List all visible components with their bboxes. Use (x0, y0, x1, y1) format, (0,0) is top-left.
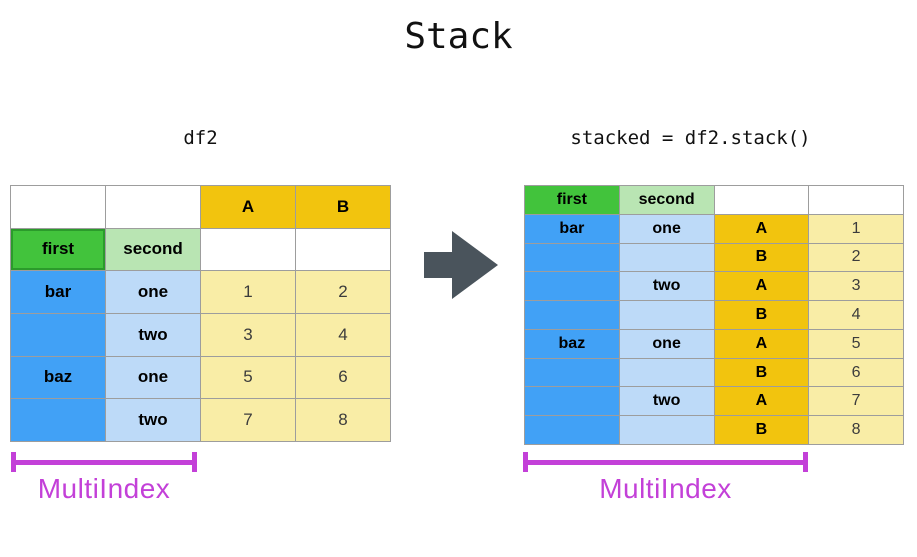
table-cell: 1 (809, 214, 904, 244)
table-cell (525, 416, 620, 445)
page-title: Stack (404, 16, 513, 57)
table-cell: 8 (296, 399, 391, 442)
table-cell (296, 228, 391, 272)
table-cell: 5 (809, 329, 904, 359)
table-cell (714, 186, 810, 215)
table-cell: first (11, 228, 106, 272)
table-cell: B (714, 416, 810, 445)
right-arrow-icon (424, 231, 498, 299)
table-cell: second (619, 186, 715, 215)
table-cell: 7 (201, 399, 296, 442)
table-cell: 8 (809, 416, 904, 445)
table-cell: B (714, 358, 810, 388)
table-cell: baz (11, 356, 106, 400)
table-cell: A (714, 272, 810, 302)
table-cell: B (714, 301, 810, 330)
table-cell: baz (525, 329, 620, 359)
table-cell: 6 (809, 358, 904, 388)
multiindex-label-left: MultiIndex (37, 473, 171, 504)
table-cell (201, 228, 296, 272)
table-cell (619, 301, 715, 330)
bracket-cap-right (803, 452, 808, 472)
table-cell: A (714, 387, 810, 417)
multiindex-bracket-left (11, 452, 197, 472)
table-cell: two (619, 272, 715, 302)
table-cell: 3 (201, 314, 296, 357)
table-cell (619, 416, 715, 445)
bracket-bar (11, 460, 197, 465)
bracket-cap-right (192, 452, 197, 472)
stacked-expression-label: stacked = df2.stack() (570, 127, 811, 149)
table-cell: B (296, 186, 391, 229)
table-cell: two (106, 314, 201, 357)
table-cell (619, 358, 715, 388)
table-cell (525, 272, 620, 302)
table-cell: one (619, 329, 715, 359)
table-cell: 6 (296, 356, 391, 400)
table-cell: 4 (296, 314, 391, 357)
table-cell: 1 (201, 271, 296, 314)
table-cell: bar (11, 271, 106, 314)
table-cell: one (619, 214, 715, 244)
table-cell (11, 186, 106, 229)
table-cell: 7 (809, 387, 904, 417)
table-cell: bar (525, 214, 620, 244)
table-cell: second (106, 228, 201, 272)
table-cell: 2 (296, 271, 391, 314)
multiindex-label-right: MultiIndex (599, 473, 732, 504)
table-cell: 2 (809, 243, 904, 273)
table-cell (809, 186, 904, 215)
table-cell: two (106, 399, 201, 442)
table-cell (525, 387, 620, 417)
table-cell: B (714, 243, 810, 273)
table-cell: 5 (201, 356, 296, 400)
multiindex-bracket-right (523, 452, 808, 472)
table-cell (525, 301, 620, 330)
table-cell: A (201, 186, 296, 229)
table-cell (106, 186, 201, 229)
table-cell (11, 399, 106, 442)
table-cell: A (714, 214, 810, 244)
df2-label: df2 (183, 127, 218, 149)
bracket-bar (523, 460, 808, 465)
table-cell: 4 (809, 301, 904, 330)
table-cell (619, 243, 715, 273)
table-cell (525, 243, 620, 273)
table-cell (11, 314, 106, 357)
table-cell: one (106, 271, 201, 314)
table-cell: A (714, 329, 810, 359)
table-cell (525, 358, 620, 388)
table-cell: two (619, 387, 715, 417)
table-cell: one (106, 356, 201, 400)
table-cell: 3 (809, 272, 904, 302)
table-cell: first (525, 186, 620, 215)
